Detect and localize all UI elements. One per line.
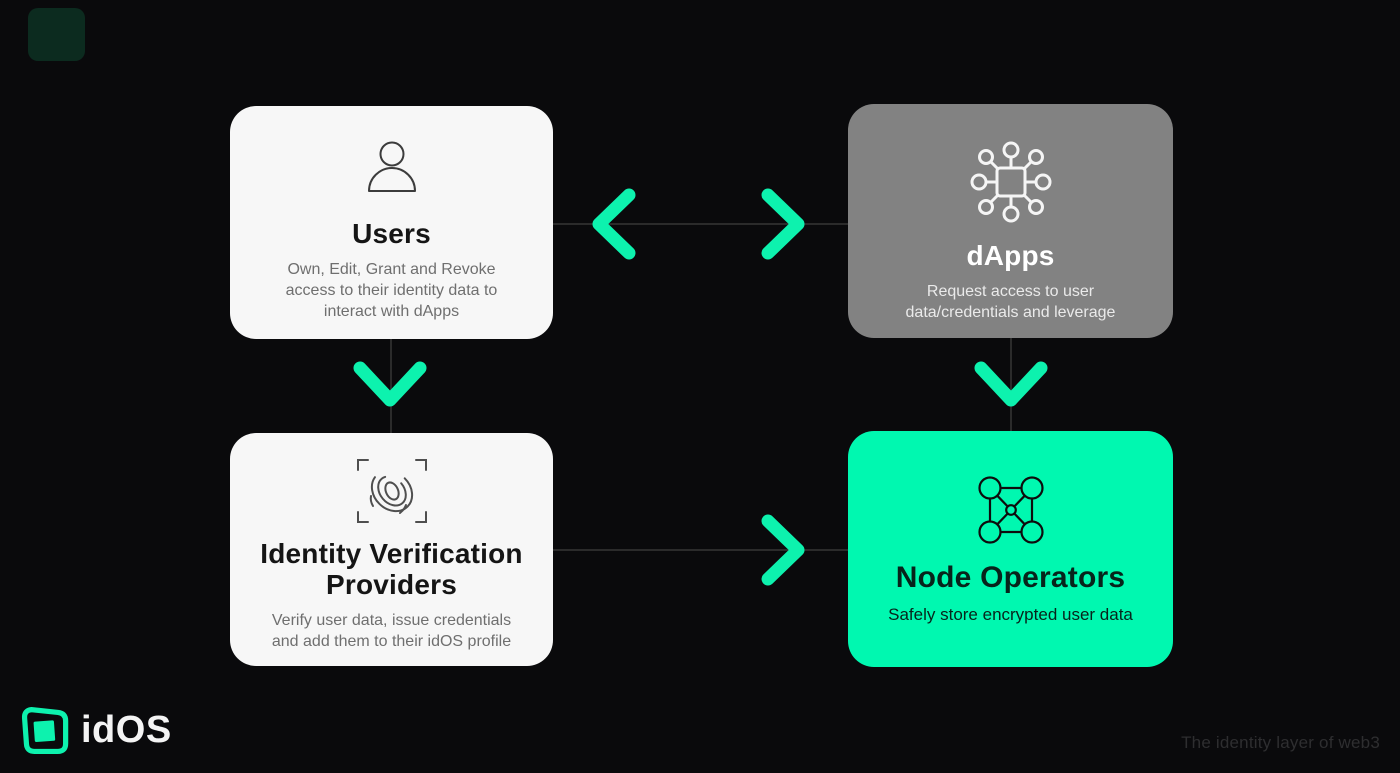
node-description: Own, Edit, Grant and Revoke access to th… bbox=[285, 261, 498, 321]
node-title: Node Operators bbox=[895, 561, 1126, 594]
idos-cube-logo-icon bbox=[21, 707, 69, 755]
chevron-left-icon bbox=[592, 188, 636, 260]
connector-users-ivp-line bbox=[390, 339, 392, 433]
node-description: Verify user data, issue credentials and … bbox=[271, 611, 512, 650]
user-icon bbox=[364, 134, 420, 202]
node-card-identity-verification-providers: Identity Verification Providers Verify u… bbox=[230, 433, 553, 666]
tagline: The identity layer of web3 bbox=[1181, 733, 1380, 752]
chevron-right-icon bbox=[761, 514, 805, 586]
logo-text: idOS bbox=[81, 708, 172, 751]
node-title: Identity Verification Providers bbox=[260, 538, 523, 600]
node-card-users: Users Own, Edit, Grant and Revoke access… bbox=[230, 106, 553, 339]
chevron-down-icon bbox=[974, 361, 1048, 407]
node-description: Request access to user data/credentials … bbox=[905, 283, 1116, 322]
node-card-dapps: dApps Request access to user data/creden… bbox=[848, 104, 1173, 338]
node-description: Safely store encrypted user data bbox=[888, 605, 1133, 624]
chevron-right-icon bbox=[761, 188, 805, 260]
node-card-node-operators: Node Operators Safely store encrypted us… bbox=[848, 431, 1173, 667]
node-title: Users bbox=[352, 218, 431, 249]
connector-ivp-nodeops-line bbox=[553, 549, 848, 551]
idos-logo: idOS bbox=[20, 706, 172, 756]
fingerprint-scan-icon bbox=[354, 455, 430, 527]
connector-users-dapps-line bbox=[553, 223, 848, 225]
node-network-icon bbox=[977, 473, 1045, 547]
network-hub-icon bbox=[963, 136, 1059, 228]
node-title: dApps bbox=[966, 240, 1055, 271]
connector-dapps-nodeops-line bbox=[1010, 337, 1012, 431]
chevron-down-icon bbox=[353, 361, 427, 407]
idos-corner-mark bbox=[28, 8, 85, 61]
